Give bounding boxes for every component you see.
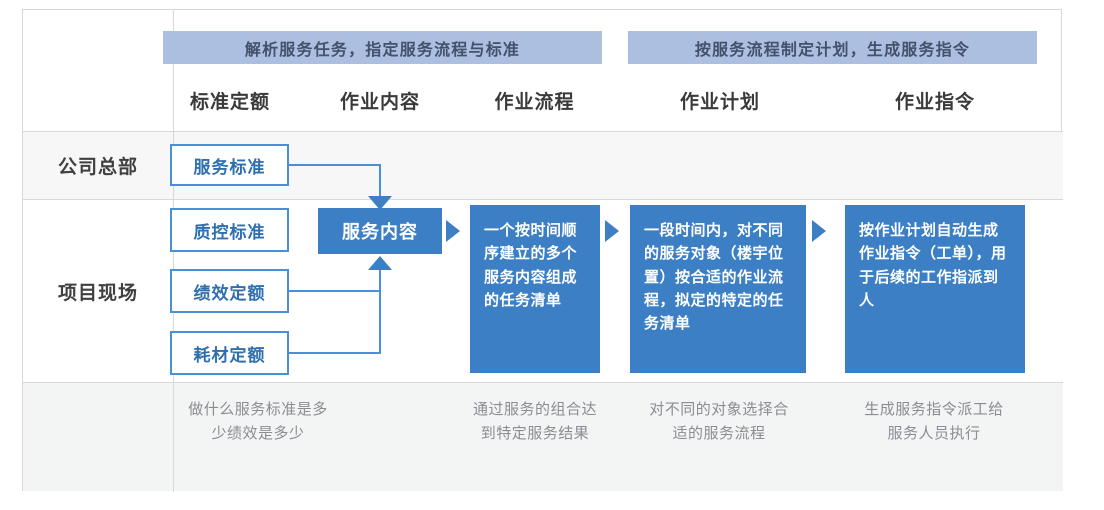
box-work-process-description[interactable]: 一个按时间顺序建立的多个服务内容组成的任务清单 — [470, 205, 600, 373]
caption-work-content: 通过服务的组合达到特定服务结果 — [472, 401, 597, 443]
column-header-standard-quota: 标准定额 — [189, 91, 270, 113]
box-work-order-description[interactable]: 按作业计划自动生成作业指令（工单），用于后续的工作指派到人 — [845, 205, 1025, 373]
grid-line-horizontal-2 — [23, 199, 1063, 200]
arrow-right-icon-3 — [812, 220, 826, 242]
box-service-standard[interactable]: 服务标准 — [170, 144, 289, 186]
banner-parse-task: 解析服务任务，指定服务流程与标准 — [163, 31, 602, 64]
box-work-plan-description[interactable]: 一段时间内，对不同的服务对象（楼宇位置）按合适的作业流程，拟定的特定的任务清单 — [630, 205, 806, 373]
connector-quota-vertical — [379, 265, 381, 354]
connector-service-standard-horizontal — [289, 164, 380, 166]
column-header-work-process: 作业流程 — [494, 91, 575, 113]
row-label-company-hq: 公司总部 — [57, 157, 138, 178]
caption-standard-quota: 做什么服务标准是多少绩效是多少 — [188, 401, 328, 443]
connector-performance-quota-horizontal — [289, 290, 380, 292]
banner-make-plan: 按服务流程制定计划，生成服务指令 — [628, 31, 1037, 64]
box-consumable-quota[interactable]: 耗材定额 — [170, 331, 289, 375]
box-quality-control-standard[interactable]: 质控标准 — [170, 208, 289, 252]
box-performance-quota[interactable]: 绩效定额 — [170, 269, 289, 313]
arrow-down-icon — [368, 196, 392, 210]
arrow-right-icon-1 — [446, 220, 460, 242]
column-header-work-content: 作业内容 — [339, 91, 420, 113]
caption-work-plan: 对不同的对象选择合适的服务流程 — [649, 401, 789, 443]
connector-consumable-quota-horizontal — [289, 352, 380, 354]
arrow-right-icon-2 — [605, 220, 619, 242]
connector-service-standard-vertical — [379, 164, 381, 198]
grid-line-horizontal-1 — [23, 131, 1063, 132]
column-header-work-order: 作业指令 — [894, 91, 975, 113]
caption-work-order: 生成服务指令派工给服务人员执行 — [864, 401, 1004, 443]
grid-line-horizontal-3 — [23, 382, 1063, 383]
row-label-project-site: 项目现场 — [57, 282, 138, 304]
row-background-footer — [23, 383, 1063, 491]
column-header-work-plan: 作业计划 — [679, 91, 760, 113]
arrow-up-icon — [368, 256, 392, 270]
box-service-content[interactable]: 服务内容 — [318, 208, 442, 254]
